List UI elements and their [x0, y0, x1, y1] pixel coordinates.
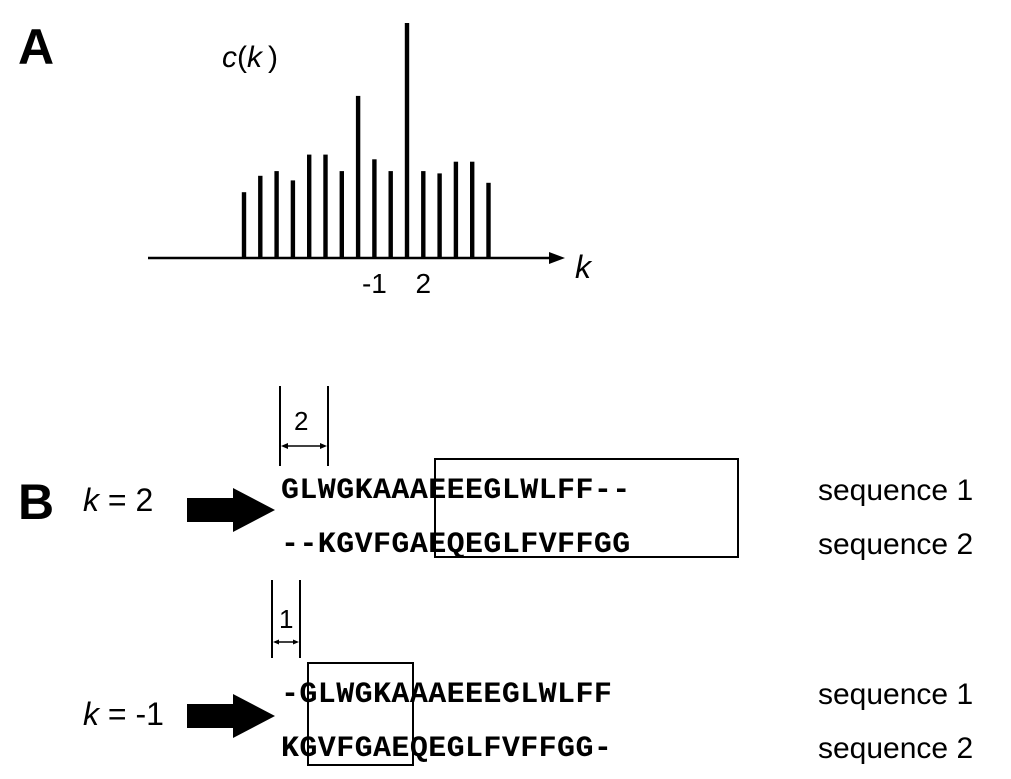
- x-axis-arrowhead: [549, 252, 565, 264]
- bars-group: [241, 23, 491, 259]
- bar-k--8: [258, 175, 263, 259]
- row2-k-label: k = -1: [83, 696, 164, 732]
- bar-k--9: [241, 192, 247, 258]
- tick-labels-group: -1 2: [362, 268, 431, 299]
- row2-arrow-icon: [187, 694, 275, 738]
- y-axis-label: c(k ): [222, 41, 278, 74]
- bar-k-2: [421, 171, 426, 259]
- x-axis-label: k: [575, 249, 591, 285]
- row1-sequence-2-name: sequence 2: [818, 528, 974, 561]
- bar-k--7: [274, 171, 279, 259]
- correlation-bar-chart: -1 2: [148, 23, 565, 299]
- bar-k-5: [470, 161, 475, 258]
- row1-arrow-icon: [187, 488, 275, 532]
- tick-label: -1: [362, 268, 387, 299]
- bar-k--4: [323, 154, 328, 258]
- panel-b-label: B: [18, 474, 55, 530]
- row1-sequence-1: GLWGKAAAEEEGLWLFF--: [281, 474, 631, 508]
- bar-k-3: [437, 173, 442, 258]
- bar-k-4: [453, 161, 459, 258]
- row2-shift-number: 1: [279, 604, 294, 634]
- row1-alignment-box: [434, 458, 739, 558]
- row2-alignment-box: [307, 662, 414, 766]
- row2-shift-bracket: [271, 580, 301, 658]
- panel-a-label: A: [18, 19, 55, 75]
- row2-sequence-2-name: sequence 2: [818, 732, 974, 765]
- bar-k-1: [404, 23, 410, 258]
- bar-k--1: [372, 159, 377, 258]
- bar-k--2: [355, 95, 361, 259]
- row2-sequence-1: -GLWGKAAAEEEGLWLFF: [281, 678, 613, 712]
- row1-sequence-1-name: sequence 1: [818, 474, 974, 507]
- tick-label: 2: [416, 268, 432, 299]
- bar-k--3: [339, 171, 344, 259]
- row1-shift-number: 2: [294, 406, 309, 436]
- row2-sequence-2: KGVFGAEQEGLFVFFGG-: [281, 732, 613, 766]
- row1-sequence-2: --KGVFGAEQEGLFVFFGG: [281, 528, 631, 562]
- row1-k-label: k = 2: [83, 482, 154, 518]
- row1-shift-bracket: [279, 386, 329, 466]
- bar-k--5: [307, 154, 312, 258]
- bar-k-0: [388, 171, 393, 259]
- bar-k-6: [486, 182, 491, 258]
- row2-sequence-1-name: sequence 1: [818, 678, 974, 711]
- bar-k--6: [290, 180, 296, 258]
